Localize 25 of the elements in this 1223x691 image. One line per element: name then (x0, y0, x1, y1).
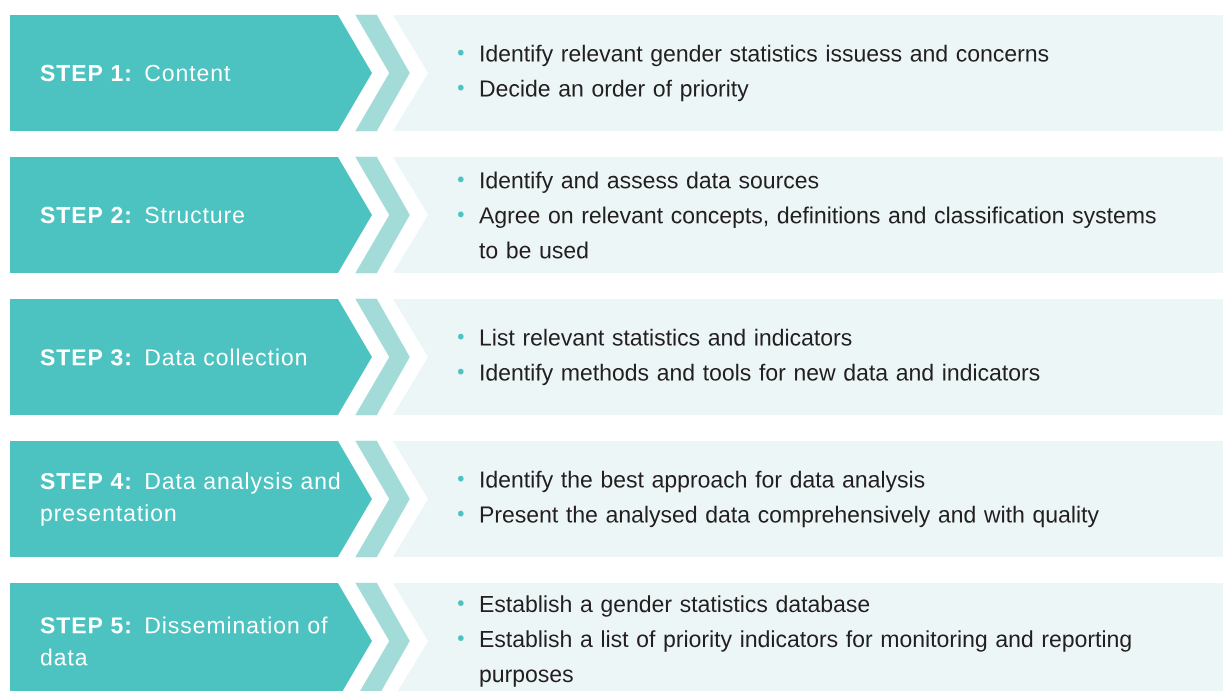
chevron-arrow (355, 298, 410, 416)
chevron-arrow (355, 14, 410, 132)
info-panel (393, 157, 1223, 273)
bullet-item: Agree on relevant concepts, definitions and classification systems to be used (458, 206, 1156, 259)
chevron-arrow (355, 156, 410, 274)
bullet-item: Establish a list of priority indicators for monitoring and reporting purposes (458, 630, 1131, 687)
info-panel (393, 441, 1223, 557)
step-box: STEP 3: Data collection (10, 299, 372, 415)
step-box: STEP 1: Content (10, 15, 372, 131)
bullet-item: Identify and assess data sources (458, 171, 819, 193)
step-box: STEP 5: Dissemination of data (10, 583, 372, 691)
chevron-arrow (355, 440, 410, 558)
bullet-item: Present the analysed data comprehensively and with quality (458, 505, 1099, 528)
info-panel (393, 299, 1223, 415)
chevron-arrow (355, 582, 410, 691)
bullet-item: List relevant statistics and indicators (458, 328, 852, 346)
step-box: STEP 4: Data analysis and presentation (10, 441, 372, 557)
bullet-item: Decide an order of priority (458, 79, 749, 102)
bullet-item: Establish a gender statistics database (458, 595, 870, 617)
info-panel (393, 583, 1223, 691)
info-panel (393, 15, 1223, 131)
bullet-item: Identify relevant gender statistics issuess and concerns (458, 44, 1049, 67)
bullet-item: Identify the best approach for data analysis (458, 470, 925, 493)
bullet-item: Identify methods and tools for new data and indicators (458, 363, 1040, 386)
step-box: STEP 2: Structure (10, 157, 372, 273)
